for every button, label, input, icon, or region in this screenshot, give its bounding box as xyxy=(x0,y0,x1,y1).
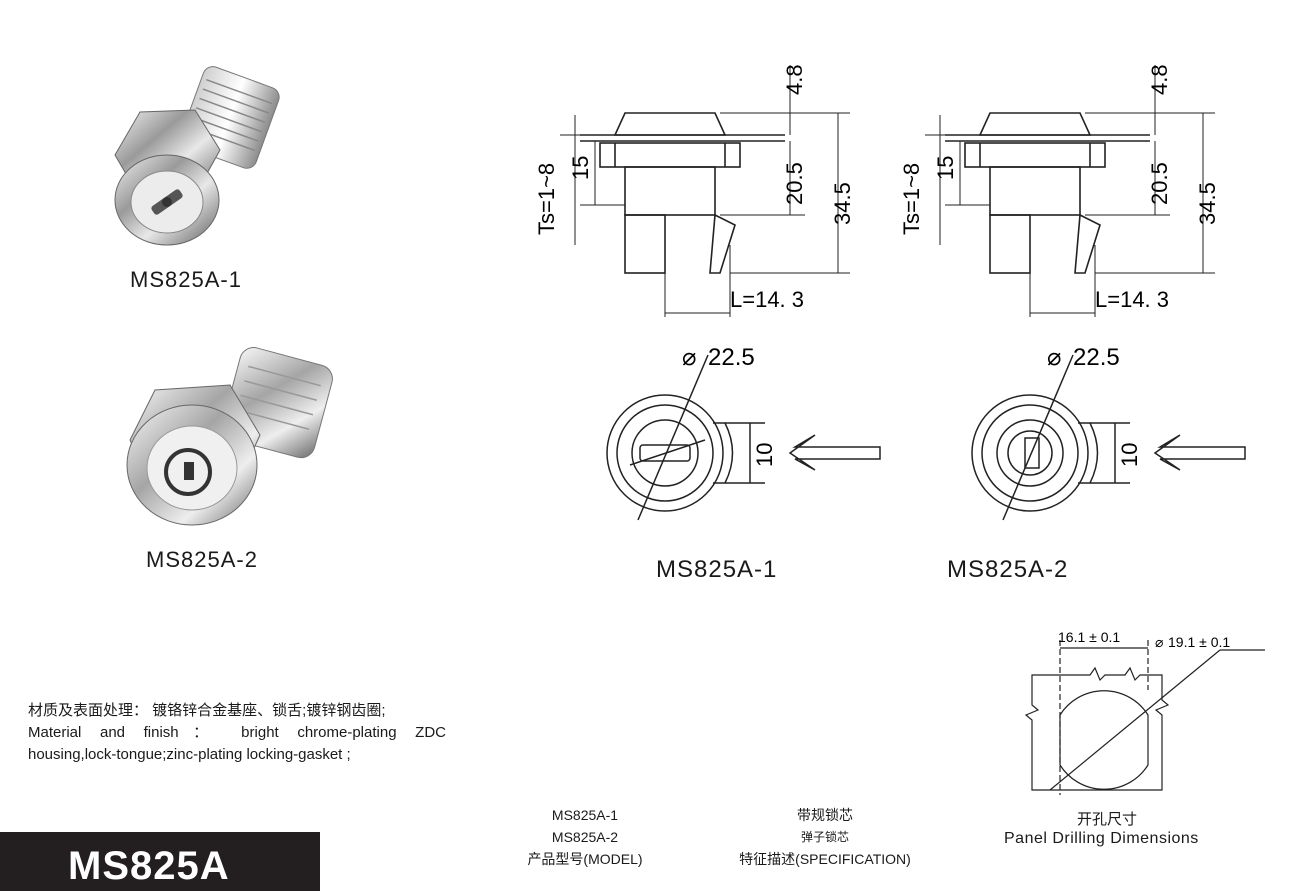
spec-column: 带规锁芯 弹子锁芯 特征描述(SPECIFICATION) xyxy=(705,804,945,870)
svg-text:⌀: ⌀ xyxy=(1047,344,1061,371)
dim-34-5: 34.5 xyxy=(830,182,855,225)
material-cn: 材质及表面处理： 镀铬锌合金基座、锁舌;镀锌钢齿圈; xyxy=(28,702,386,719)
dim-15: 15 xyxy=(568,156,593,180)
spec-2: 弹子锁芯 xyxy=(800,830,849,844)
dim-15: 15 xyxy=(933,156,958,180)
svg-text:⌀: ⌀ xyxy=(682,344,696,371)
dim-ts: Ts=1~8 xyxy=(899,163,924,235)
panel-width-dim: 16.1 ± 0.1 xyxy=(1058,629,1120,645)
material-en-line2: housing,lock-tongue;zinc-plating locking… xyxy=(28,746,351,763)
dim-34-5: 34.5 xyxy=(1195,182,1220,225)
view-label-ms825a-2: MS825A-2 xyxy=(947,556,1069,583)
dim-20-5: 20.5 xyxy=(1147,162,1172,205)
panel-label-cn: 开孔尺寸 xyxy=(1077,811,1138,828)
dim-l: L=14. 3 xyxy=(1095,287,1169,312)
dim-10: 10 xyxy=(752,443,777,467)
product-photo-ms825a-1 xyxy=(114,66,280,246)
dim-ts: Ts=1~8 xyxy=(534,163,559,235)
spec-1: 带规锁芯 xyxy=(797,807,853,823)
model-header: 产品型号(MODEL) xyxy=(527,851,643,867)
photo-label-ms825a-2: MS825A-2 xyxy=(146,547,258,572)
model-2: MS825A-2 xyxy=(551,829,619,845)
svg-text:⌀: ⌀ xyxy=(1155,634,1164,650)
panel-dia-dim: 19.1 ± 0.1 xyxy=(1168,634,1230,650)
dim-20-5: 20.5 xyxy=(782,162,807,205)
side-view-ms825a-2: 4.8 20.5 34.5 Ts=1~8 15 L=14. 3 xyxy=(899,64,1220,317)
model-title: MS825A xyxy=(68,844,230,888)
photo-label-ms825a-1: MS825A-1 xyxy=(130,267,242,292)
model-1: MS825A-1 xyxy=(551,807,619,823)
spec-header: 特征描述(SPECIFICATION) xyxy=(739,851,911,867)
material-block: 材质及表面处理： 镀铬锌合金基座、锁舌;镀锌钢齿圈; Material and … xyxy=(28,700,448,766)
model-column: MS825A-1 MS825A-2 产品型号(MODEL) xyxy=(505,804,665,870)
model-title-block: MS825A xyxy=(0,832,320,891)
front-view-ms825a-2: ⌀ 22.5 10 xyxy=(971,344,1246,521)
dim-l: L=14. 3 xyxy=(730,287,804,312)
panel-label-en: Panel Drilling Dimensions xyxy=(1004,830,1199,847)
front-view-ms825a-1: ⌀ 22.5 10 xyxy=(606,344,881,521)
view-label-ms825a-1: MS825A-1 xyxy=(656,556,778,583)
dia-22-5: 22.5 xyxy=(708,344,755,371)
dim-4-8: 4.8 xyxy=(1147,64,1172,95)
dim-10: 10 xyxy=(1117,443,1142,467)
dia-22-5: 22.5 xyxy=(1073,344,1120,371)
side-view-ms825a-1: 4.8 20.5 34.5 Ts=1~8 15 L=14. 3 xyxy=(534,64,855,317)
material-en-line1: Material and finish： bright chrome-plati… xyxy=(28,724,446,741)
dim-4-8: 4.8 xyxy=(782,64,807,95)
panel-drilling-diagram: 16.1 ± 0.1 ⌀ 19.1 ± 0.1 xyxy=(1024,629,1265,795)
product-photo-ms825a-2 xyxy=(126,347,333,526)
